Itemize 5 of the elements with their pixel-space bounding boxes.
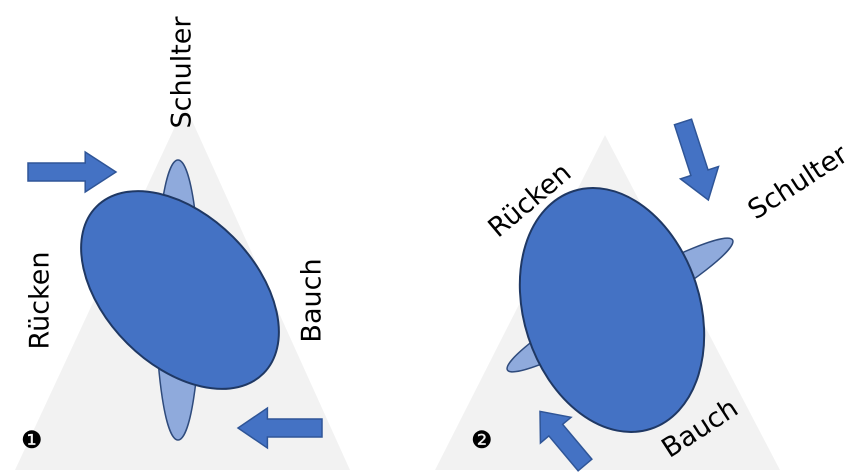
body-part-label: Bauch	[298, 258, 326, 342]
body-part-label: Rücken	[26, 251, 54, 349]
panel-number: ❶	[21, 428, 43, 452]
panel-number: ❷	[471, 428, 493, 452]
body-part-label: Schulter	[168, 16, 196, 128]
